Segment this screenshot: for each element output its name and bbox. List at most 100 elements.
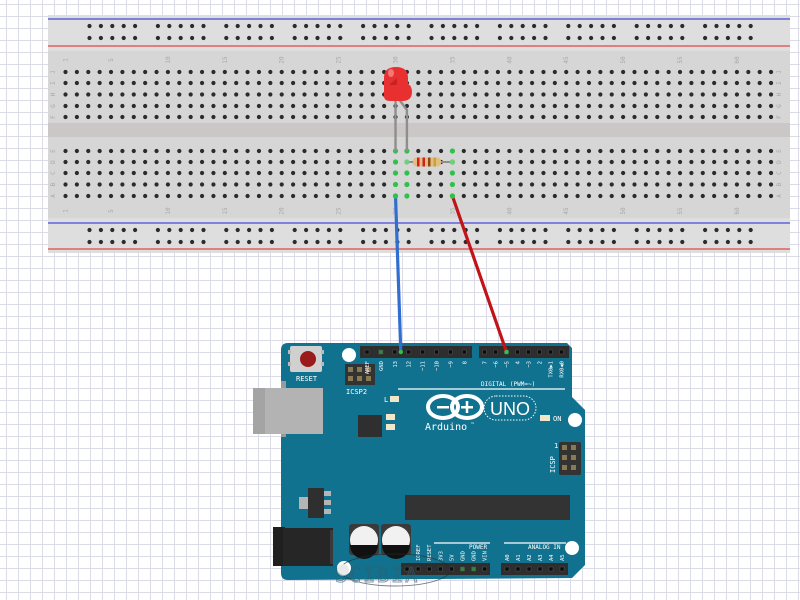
breadboard-hole[interactable] [541,159,546,165]
breadboard-hole[interactable] [746,92,751,97]
breadboard-hole[interactable] [609,69,614,75]
breadboard-hole[interactable] [302,69,307,75]
digital-header-pin[interactable] [548,349,553,355]
breadboard-hole[interactable] [723,114,728,120]
power-rail-hole[interactable] [110,35,115,41]
power-rail-hole[interactable] [680,23,685,29]
breadboard-hole[interactable] [256,170,262,176]
breadboard-hole[interactable] [666,103,671,109]
breadboard-hole[interactable] [689,148,694,154]
power-rail-hole[interactable] [338,35,343,41]
power-header-pin[interactable] [438,566,443,572]
breadboard-hole[interactable] [564,103,569,109]
breadboard-hole[interactable] [336,170,341,176]
breadboard-hole[interactable] [382,159,387,165]
breadboard-hole[interactable] [621,170,626,176]
breadboard-hole[interactable] [757,170,762,176]
power-rail-hole[interactable] [87,227,92,233]
breadboard-hole[interactable] [165,114,171,120]
power-rail-hole[interactable] [429,35,434,41]
power-rail-hole[interactable] [167,227,172,233]
breadboard-hole[interactable] [427,193,432,199]
breadboard-hole[interactable] [552,92,557,97]
digital-header-pin[interactable] [448,349,453,355]
breadboard-hole[interactable] [370,182,375,187]
breadboard-hole[interactable] [677,193,683,199]
power-rail-hole[interactable] [326,35,331,41]
breadboard-hole[interactable] [632,69,637,75]
power-rail-hole[interactable] [235,23,240,29]
breadboard-hole[interactable] [461,182,466,187]
breadboard-hole[interactable] [541,193,546,199]
breadboard-hole[interactable] [700,159,705,165]
breadboard-hole[interactable] [586,69,592,75]
breadboard-hole[interactable] [347,148,353,154]
breadboard-hole[interactable] [336,69,341,75]
breadboard-hole[interactable] [370,170,375,176]
power-rail-hole[interactable] [224,23,229,29]
breadboard-hole[interactable] [518,103,523,109]
breadboard-hole[interactable] [473,114,478,120]
breadboard-hole[interactable] [757,114,762,120]
breadboard-hole[interactable] [268,170,273,176]
breadboard-hole[interactable] [222,114,227,120]
breadboard-hole[interactable] [461,193,466,199]
breadboard-hole[interactable] [632,80,637,86]
breadboard-hole[interactable] [768,148,774,154]
breadboard-hole[interactable] [734,193,740,199]
breadboard-hole[interactable] [655,148,660,154]
breadboard-hole[interactable] [598,193,603,199]
breadboard-hole[interactable] [325,170,330,176]
power-rail-hole[interactable] [440,239,445,245]
breadboard-hole[interactable] [143,170,148,176]
power-rail-hole[interactable] [121,23,126,29]
power-rail-hole[interactable] [155,35,160,41]
power-rail-hole[interactable] [634,35,639,41]
breadboard-hole[interactable] [575,92,580,97]
power-rail-hole[interactable] [600,23,605,29]
breadboard-hole[interactable] [359,80,364,86]
breadboard-hole[interactable] [108,114,114,120]
power-rail-hole[interactable] [121,239,126,245]
breadboard-hole[interactable] [256,103,262,109]
breadboard-hole[interactable] [336,103,341,109]
breadboard-hole[interactable] [416,182,421,187]
breadboard-hole[interactable] [438,114,444,120]
power-rail-hole[interactable] [315,227,320,233]
breadboard-hole[interactable] [734,103,740,109]
power-rail-hole[interactable] [133,35,138,41]
breadboard-hole[interactable] [86,159,91,165]
breadboard-hole[interactable] [677,103,683,109]
breadboard-hole[interactable] [291,148,296,154]
breadboard-hole[interactable] [302,159,307,165]
power-rail-hole[interactable] [440,23,445,29]
breadboard-hole[interactable] [416,69,421,75]
breadboard-hole[interactable] [325,193,330,199]
breadboard-hole[interactable] [188,103,193,109]
breadboard-hole[interactable] [234,148,239,154]
breadboard-hole[interactable] [177,80,182,86]
breadboard-hole[interactable] [518,193,523,199]
breadboard-hole[interactable] [199,114,205,120]
breadboard-hole[interactable] [336,92,341,97]
power-rail-hole[interactable] [201,239,206,245]
power-rail-hole[interactable] [680,227,685,233]
breadboard-hole[interactable] [279,182,284,187]
breadboard-hole[interactable] [165,80,171,86]
breadboard-hole[interactable] [450,103,455,109]
breadboard-hole[interactable] [154,193,159,199]
breadboard-hole[interactable] [552,159,557,165]
power-rail-hole[interactable] [258,239,263,245]
breadboard-hole[interactable] [552,69,557,75]
breadboard-hole[interactable] [575,193,580,199]
breadboard-hole[interactable] [256,80,262,86]
breadboard-hole[interactable] [450,69,455,75]
breadboard-hole[interactable] [268,69,273,75]
breadboard-hole[interactable] [222,148,227,154]
power-header-pin[interactable] [471,566,476,572]
power-rail-hole[interactable] [98,227,103,233]
breadboard-hole[interactable] [256,69,262,75]
power-rail-hole[interactable] [201,227,206,233]
breadboard-hole[interactable] [643,92,648,97]
power-rail-hole[interactable] [748,23,753,29]
